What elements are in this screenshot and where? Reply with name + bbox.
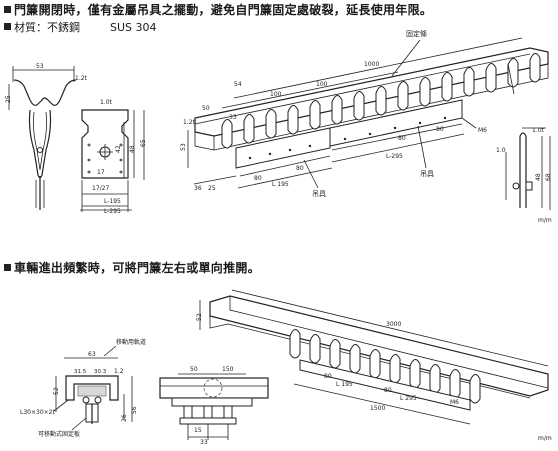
fig2-fixed-rail-isometric: 1000 100 100 54 50 33 1.2t 53 36 25 80 8… bbox=[180, 29, 549, 198]
fig3-dim-48: 48 bbox=[535, 173, 542, 181]
fig4-dim-303: 30.3 bbox=[94, 369, 107, 375]
fig2-dim-80-a: 80 bbox=[254, 175, 262, 182]
fig2-dim-80-c: 80 bbox=[398, 135, 406, 142]
fig1-profile-view: 53 1.2t 25 bbox=[5, 63, 88, 210]
fig4-dim-315: 31.5 bbox=[74, 369, 87, 375]
fig1-dim-42: 42 bbox=[115, 145, 122, 153]
fig6-dim-l195: L 195 bbox=[336, 381, 353, 388]
fig4-dim-52: 52 bbox=[53, 387, 60, 395]
fig5-rail-front-view: 50 150 15 33 bbox=[159, 366, 269, 446]
material-value: SUS 304 bbox=[110, 21, 157, 34]
fig1-dim-l295: L-295 bbox=[104, 208, 121, 215]
header-line-1-text: 門簾開閉時，僅有金屬吊具之擺動，避免自門簾固定處破裂，延長使用年限。 bbox=[14, 3, 433, 17]
fig4-dim-26: 26 bbox=[121, 414, 128, 422]
fig4-dim-l-angle: L30×30×2t bbox=[20, 409, 55, 416]
bullet-icon bbox=[4, 264, 11, 271]
fig4-dim-63: 63 bbox=[88, 351, 96, 358]
header-line-1: 門簾開閉時，僅有金屬吊具之擺動，避免自門簾固定處破裂，延長使用年限。 bbox=[4, 4, 432, 16]
fig1-dim-53: 53 bbox=[36, 63, 44, 70]
fig2-dim-50: 50 bbox=[202, 105, 210, 112]
fig2-dim-1000: 1000 bbox=[364, 61, 379, 68]
fig4-label-fixed-plate: 可移動式固定板 bbox=[38, 430, 80, 438]
fig1-dim-65: 65 bbox=[140, 139, 147, 147]
fig6-dim-m6: M6 bbox=[450, 399, 459, 406]
fig5-dim-33: 33 bbox=[200, 439, 208, 446]
fig2-dim-100-a: 100 bbox=[270, 91, 282, 98]
fig6-dim-80-b: 80 bbox=[384, 387, 392, 394]
fig6-dim-3000: 3000 bbox=[386, 321, 401, 328]
fig2-dim-80-b: 80 bbox=[296, 165, 304, 172]
fig3-dim-10: 1.0 bbox=[496, 147, 506, 154]
fig1-dim-10t: 1.0t bbox=[100, 99, 113, 106]
fig1-dim-25: 25 bbox=[5, 95, 12, 103]
fig2-label-hanger-a: 吊具 bbox=[312, 190, 326, 198]
fig2-dim-100-b: 100 bbox=[316, 81, 328, 88]
fig2-clips bbox=[221, 53, 541, 149]
material-label: 材質：不銹鋼 bbox=[14, 21, 80, 34]
fig2-dim-53: 53 bbox=[180, 143, 187, 151]
fig3-unit: m/m bbox=[538, 217, 552, 224]
fig1-dim-17-27: 17/27 bbox=[92, 185, 109, 192]
fig4-dim-56: 56 bbox=[131, 406, 138, 414]
material-line: 材質：不銹鋼 SUS 304 bbox=[4, 22, 157, 33]
fig6-moving-track-isometric: 52 3000 80 80 L 195 L 295 1500 M6 m/m bbox=[196, 289, 552, 442]
fig2-hanger-plate-a bbox=[235, 127, 331, 169]
fig6-dim-1500: 1500 bbox=[370, 405, 385, 412]
fig4-moving-rail-section: 移動用軌道 63 31.5 30.3 1.2 52 L30×30×2t 26 5… bbox=[20, 338, 146, 438]
bullet-icon bbox=[4, 23, 11, 30]
fig3-dim-68: 68 bbox=[545, 173, 552, 181]
fig1-dim-l195: L-195 bbox=[104, 198, 121, 205]
fig4-label-moving-rail: 移動用軌道 bbox=[116, 338, 146, 346]
fig4-dim-12: 1.2 bbox=[114, 368, 124, 375]
fig6-unit: m/m bbox=[538, 435, 552, 442]
fig2-dim-m6: M6 bbox=[478, 127, 487, 134]
fig2-dim-25: 25 bbox=[208, 185, 216, 192]
fig1-dim-12t: 1.2t bbox=[75, 75, 88, 82]
fig1-front-view: 1.0t 42 48 65 17 17/27 L-195 L-295 bbox=[80, 99, 147, 215]
section-2-title: 車輛進出頻繁時，可將門簾左右或單向推開。 bbox=[4, 262, 260, 274]
fig5-dim-50: 50 bbox=[190, 366, 198, 373]
fig2-dim-54: 54 bbox=[234, 81, 242, 88]
fig5-dim-15: 15 bbox=[194, 427, 202, 434]
fig6-dim-80-a: 80 bbox=[324, 373, 332, 380]
fig2-dim-12t: 1.2t bbox=[183, 119, 196, 126]
fig2-dim-l295: L-295 bbox=[386, 153, 403, 160]
fig3-side-view: 1.0t 1.0 48 68 m/m bbox=[496, 127, 552, 224]
fig2-dim-80-d: 80 bbox=[436, 126, 444, 133]
fig1-dim-17: 17 bbox=[97, 169, 105, 176]
fig1-dim-48: 48 bbox=[129, 145, 136, 153]
fig2-dim-36: 36 bbox=[194, 185, 202, 192]
fig2-dim-l195: L 195 bbox=[272, 181, 289, 188]
fig2-dim-33: 33 bbox=[229, 114, 237, 121]
fig6-dim-l295: L 295 bbox=[400, 395, 417, 402]
fig5-dim-150: 150 bbox=[222, 366, 234, 373]
fig3-dim-10t: 1.0t bbox=[532, 127, 545, 134]
section-2-title-text: 車輛進出頻繁時，可將門簾左右或單向推開。 bbox=[14, 261, 261, 275]
bullet-icon bbox=[4, 6, 11, 13]
fig2-label-fixed-rail: 固定條 bbox=[406, 29, 427, 38]
fig2-label-hanger-b: 吊具 bbox=[420, 170, 434, 178]
fig6-dim-52: 52 bbox=[196, 313, 203, 321]
